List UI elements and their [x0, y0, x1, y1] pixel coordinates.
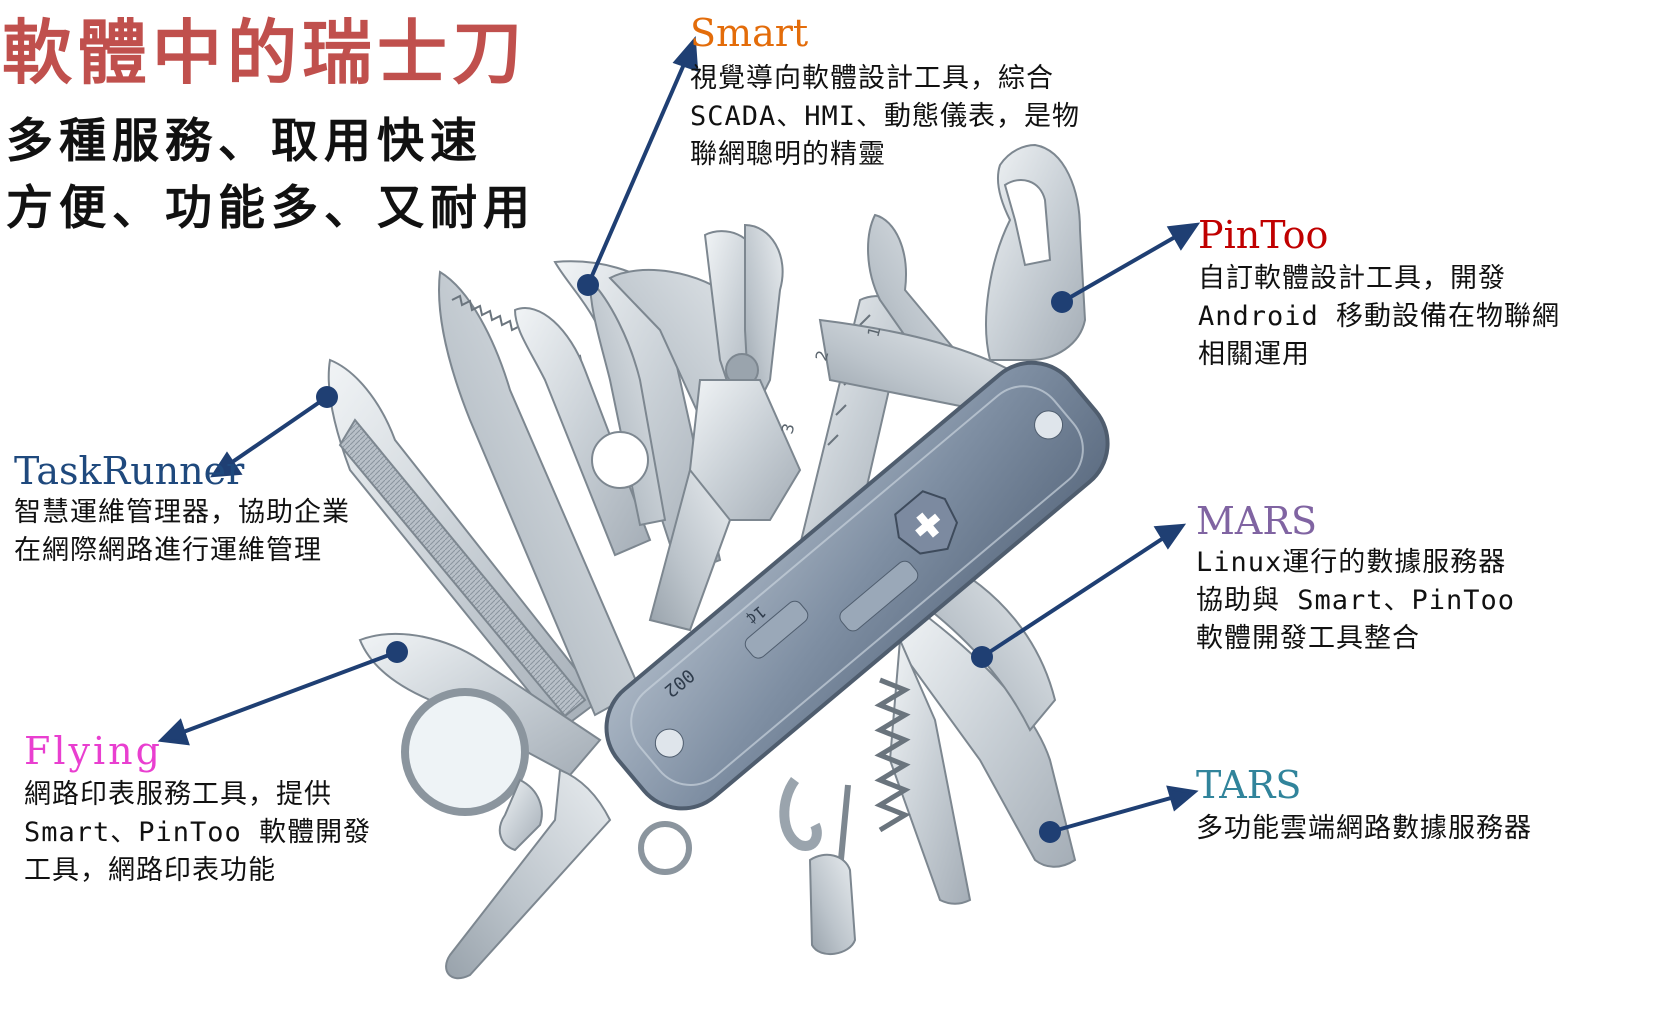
mars-desc-line: 軟體開發工具整合 [1196, 623, 1420, 654]
smart-desc-line: 聯網聰明的精靈 [690, 139, 886, 170]
scale-mark-3: 3 [778, 421, 799, 436]
product-desc-smart: 視覺導向軟體設計工具，綜合 SCADA、HMI、動態儀表，是物 聯網聰明的精靈 [690, 60, 1080, 174]
flying-desc-line: Smart、PinToo 軟體開發 [24, 817, 372, 848]
smart-desc-line: 視覺導向軟體設計工具，綜合 [690, 63, 1054, 94]
taskrunner-desc-line: 智慧運維管理器，協助企業 [14, 497, 350, 528]
product-name-smart: Smart [690, 11, 809, 55]
flying-desc-line: 工具，網路印表功能 [24, 855, 276, 886]
taskrunner-desc-line: 在網際網路進行運維管理 [14, 535, 322, 566]
flying-desc-line: 網路印表服務工具，提供 [24, 779, 332, 810]
product-name-flying: Flying [24, 729, 163, 773]
product-desc-tars: 多功能雲端網路數據服務器 [1196, 810, 1532, 848]
tagline-line-2: 方便、功能多、又耐用 [6, 181, 536, 236]
product-name-tars: TARS [1196, 763, 1302, 807]
pintoo-desc-line: 相關運用 [1198, 339, 1310, 370]
product-desc-flying: 網路印表服務工具，提供 Smart、PinToo 軟體開發 工具，網路印表功能 [24, 776, 371, 890]
page-title: 軟體中的瑞士刀 [2, 11, 527, 94]
scale-mark-1: 1 [864, 324, 885, 339]
pintoo-desc-line: 自訂軟體設計工具，開發 [1198, 263, 1506, 294]
callout-taskrunner: TaskRunner 智慧運維管理器，協助企業 在網際網路進行運維管理 [14, 452, 350, 570]
product-desc-pintoo: 自訂軟體設計工具，開發 Android 移動設備在物聯網 相關運用 [1198, 260, 1560, 374]
scale-mark-2: 2 [812, 348, 833, 363]
product-desc-taskrunner: 智慧運維管理器，協助企業 在網際網路進行運維管理 [14, 494, 350, 570]
mars-desc-line: Linux運行的數據服務器 [1196, 547, 1507, 578]
product-name-mars: MARS [1196, 499, 1317, 543]
tars-desc-line: 多功能雲端網路數據服務器 [1196, 813, 1532, 844]
product-name-taskrunner: TaskRunner [14, 449, 245, 493]
callout-flying: Flying 網路印表服務工具，提供 Smart、PinToo 軟體開發 工具，… [24, 732, 371, 890]
callout-pintoo: PinToo 自訂軟體設計工具，開發 Android 移動設備在物聯網 相關運用 [1198, 216, 1560, 374]
mars-desc-line: 協助與 Smart、PinToo [1196, 585, 1516, 616]
callout-arrows [157, 36, 1201, 843]
callout-tars: TARS 多功能雲端網路數據服務器 [1196, 766, 1532, 848]
product-name-pintoo: PinToo [1198, 213, 1329, 257]
smart-desc-line: SCADA、HMI、動態儀表，是物 [690, 101, 1081, 132]
product-desc-mars: Linux運行的數據服務器 協助與 Smart、PinToo 軟體開發工具整合 [1196, 544, 1515, 658]
callout-smart: Smart 視覺導向軟體設計工具，綜合 SCADA、HMI、動態儀表，是物 聯網… [690, 14, 1080, 174]
pintoo-desc-line: Android 移動設備在物聯網 [1198, 301, 1561, 332]
callout-mars: MARS Linux運行的數據服務器 協助與 Smart、PinToo 軟體開發… [1196, 502, 1515, 658]
tagline-line-1: 多種服務、取用快速 [6, 114, 483, 169]
